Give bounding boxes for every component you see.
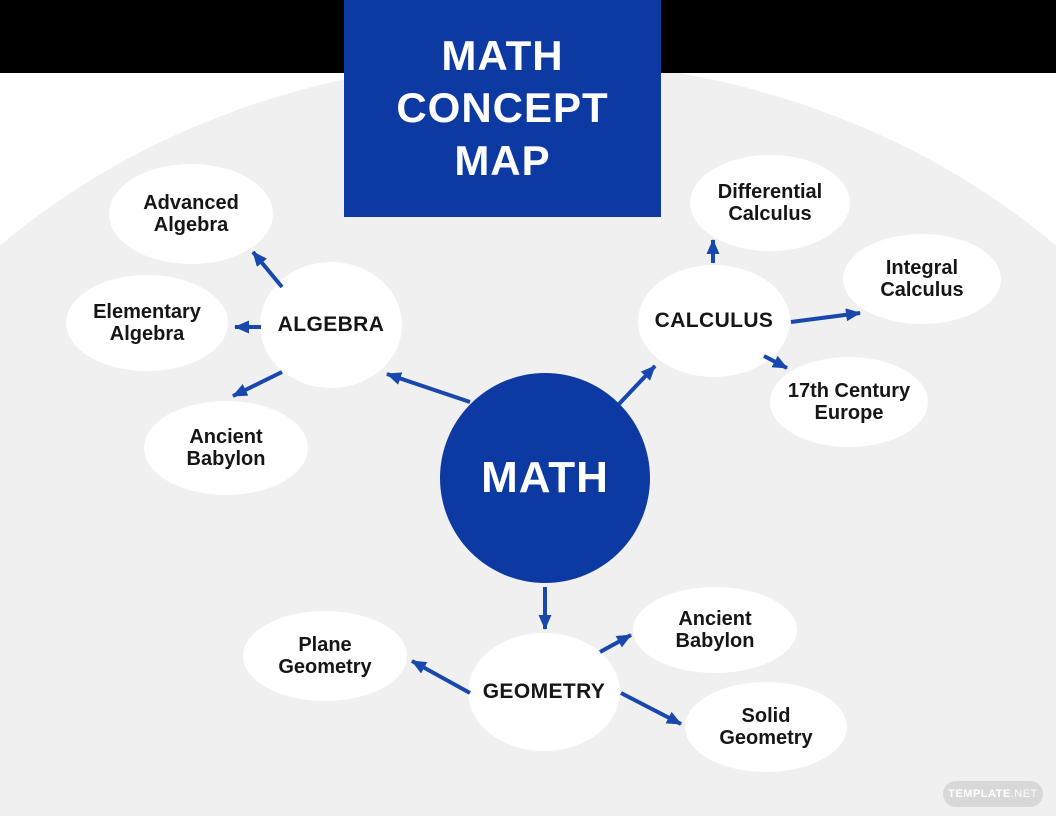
node-advanced-algebra: Advanced Algebra	[109, 164, 273, 264]
node-label: MATH	[481, 453, 609, 503]
node-differential-calculus: Differential Calculus	[690, 155, 850, 251]
node-label: Advanced Algebra	[143, 191, 239, 236]
watermark-tld: .NET	[1010, 788, 1038, 800]
node-calculus: CALCULUS	[638, 265, 790, 377]
node-label: Integral Calculus	[880, 256, 964, 301]
node-math: MATH	[440, 373, 650, 583]
node-seventeenth-century-europe: 17th Century Europe	[770, 357, 928, 447]
node-label: 17th Century Europe	[787, 379, 911, 424]
node-integral-calculus: Integral Calculus	[843, 234, 1001, 324]
node-ancient-babylon-algebra: Ancient Babylon	[144, 401, 308, 495]
node-label: Ancient Babylon	[186, 425, 266, 470]
node-label: GEOMETRY	[482, 680, 606, 704]
node-ancient-babylon-geometry: Ancient Babylon	[633, 587, 797, 673]
node-plane-geometry: Plane Geometry	[243, 611, 407, 701]
title-card: MATH CONCEPT MAP	[344, 0, 661, 217]
node-label: CALCULUS	[654, 309, 774, 333]
node-algebra: ALGEBRA	[260, 262, 402, 388]
node-label: Differential Calculus	[717, 180, 823, 225]
node-label: Plane Geometry	[278, 633, 372, 678]
watermark-brand: TEMPLATE	[948, 788, 1011, 800]
page-title: MATH CONCEPT MAP	[396, 32, 609, 184]
node-label: ALGEBRA	[277, 313, 385, 337]
node-geometry: GEOMETRY	[468, 633, 620, 751]
node-label: Elementary Algebra	[93, 300, 201, 345]
node-label: Solid Geometry	[719, 704, 813, 749]
node-elementary-algebra: Elementary Algebra	[66, 275, 228, 371]
node-label: Ancient Babylon	[675, 607, 755, 652]
template-net-watermark: TEMPLATE.NET	[943, 781, 1043, 807]
node-solid-geometry: Solid Geometry	[685, 682, 847, 772]
